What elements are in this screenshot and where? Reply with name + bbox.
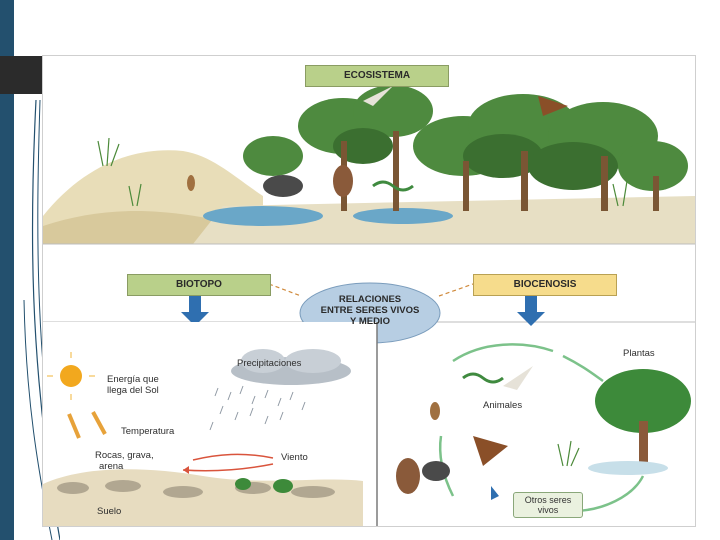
viento-label: Viento [281, 452, 308, 463]
rocas-line-2: arena [95, 461, 154, 472]
center-label-line-3: Y MEDIO [300, 316, 440, 327]
biotopo-label-box: BIOTOPO [127, 274, 271, 296]
biocenosis-label-box: BIOCENOSIS [473, 274, 617, 296]
energia-line-1: Energía que [107, 374, 159, 385]
ecosystem-figure: ECOSISTEMA BIOTOPO BIOCENOSIS RELACIONES… [42, 55, 696, 527]
ecosistema-title-box: ECOSISTEMA [305, 65, 449, 87]
center-label-line-2: ENTRE SERES VIVOS [300, 305, 440, 316]
suelo-label: Suelo [97, 506, 121, 517]
energia-line-2: llega del Sol [107, 385, 159, 396]
rocas-label: Rocas, grava, arena [95, 450, 154, 472]
center-label-line-1: RELACIONES [300, 294, 440, 305]
animales-label: Animales [483, 400, 522, 411]
relaciones-center-label: RELACIONES ENTRE SERES VIVOS Y MEDIO [300, 294, 440, 327]
otros-line-2: vivos [518, 505, 578, 515]
plantas-label: Plantas [623, 348, 655, 359]
precipitaciones-label: Precipitaciones [237, 358, 301, 369]
otros-seres-vivos-label: Otros seres vivos [513, 492, 583, 518]
rocas-line-1: Rocas, grava, [95, 450, 154, 461]
temperatura-label: Temperatura [121, 426, 174, 437]
energia-sol-label: Energía que llega del Sol [107, 374, 159, 396]
otros-line-1: Otros seres [518, 495, 578, 505]
